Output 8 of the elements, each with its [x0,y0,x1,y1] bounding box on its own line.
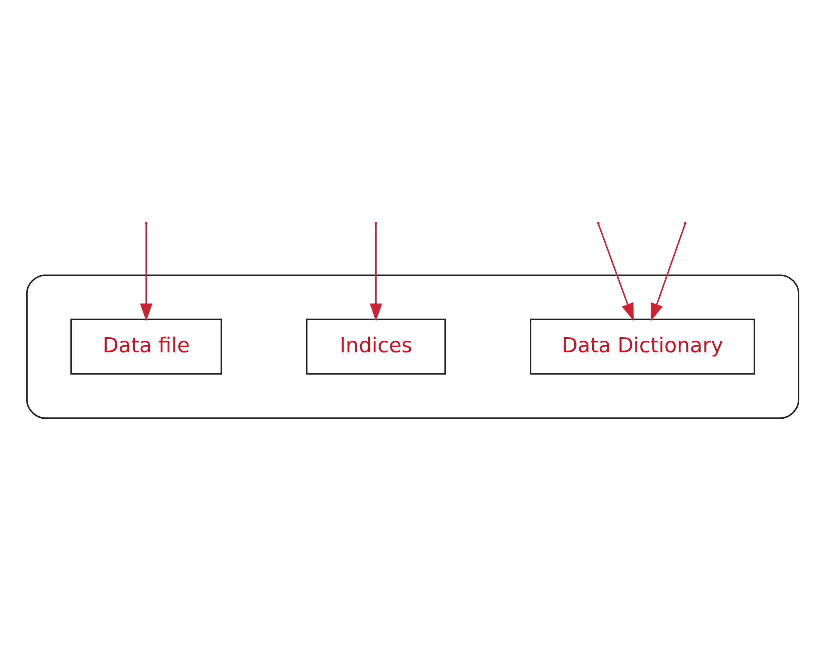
arrow [370,224,382,322]
arrow [651,224,686,322]
node-box: Data Dictionary [530,318,756,375]
node-box: Indices [306,318,446,375]
arrow [598,224,634,322]
cluster [26,274,800,420]
arrow [140,224,153,322]
node-box: Data file [70,318,222,375]
